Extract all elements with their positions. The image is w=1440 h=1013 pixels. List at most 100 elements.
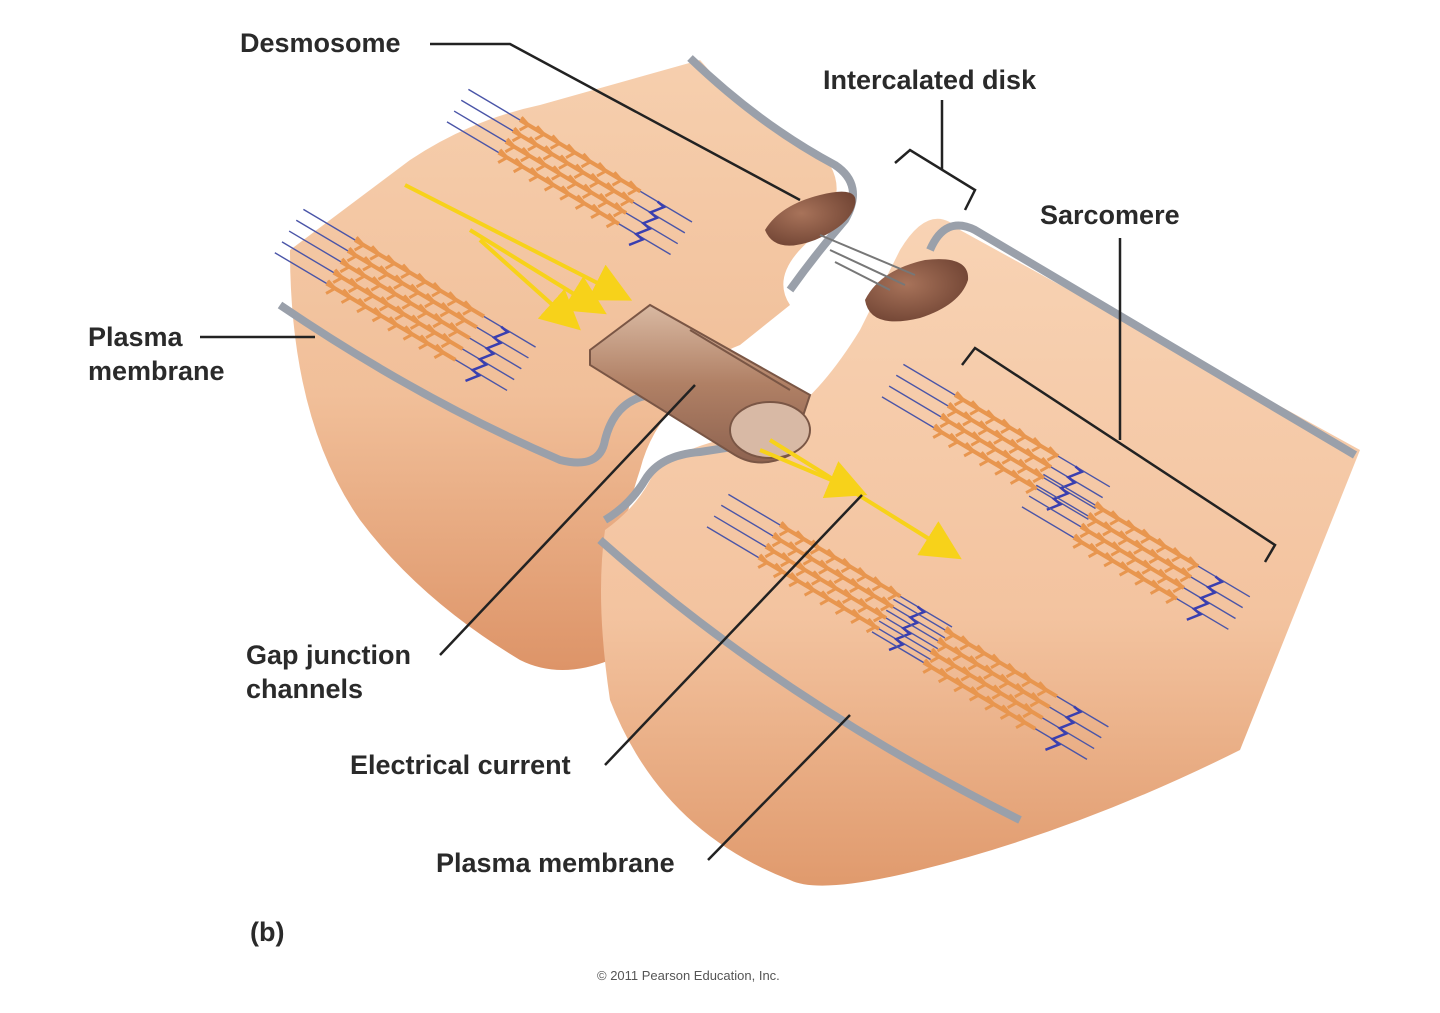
myosin-head	[433, 343, 445, 360]
myosin-head	[346, 246, 358, 263]
myosin-head	[1036, 681, 1048, 697]
myosin-head	[1024, 447, 1035, 464]
right-cell-lower-membrane	[602, 441, 746, 524]
myosin-head	[574, 194, 586, 210]
myosin-head	[872, 607, 884, 623]
label-gap-junction: Gap junction channels	[246, 638, 411, 706]
myosin-head	[432, 312, 444, 329]
myosin-head	[771, 531, 783, 548]
gap-junction-channel-end	[729, 401, 811, 459]
myosin-head	[968, 686, 980, 702]
myosin-head	[1155, 537, 1167, 554]
myosin-head	[976, 675, 987, 691]
myosin-head	[840, 557, 852, 574]
myosin-head	[1126, 550, 1137, 566]
z-line	[465, 325, 511, 383]
left-cell-body	[290, 60, 837, 670]
myosin-head	[528, 166, 540, 183]
myosin-head	[409, 314, 421, 330]
desmosomes	[765, 191, 969, 322]
myosin-head	[952, 646, 964, 662]
myosin-head	[871, 576, 883, 592]
myosin-head	[497, 148, 509, 164]
myosin-head	[356, 297, 368, 314]
myosin-head	[1006, 693, 1018, 709]
myosin-head	[377, 265, 389, 281]
myosin-head	[984, 409, 996, 425]
myosin-head	[1134, 570, 1146, 586]
myosin-head	[462, 300, 474, 316]
myosin-head	[1032, 467, 1044, 484]
myosin-head	[415, 272, 427, 289]
myosin-head	[332, 268, 344, 284]
myosin-head	[534, 125, 546, 141]
myosin-head	[440, 332, 452, 349]
myofibrils	[274, 88, 1251, 761]
myosin-head	[967, 655, 979, 671]
myosin-head	[581, 183, 593, 199]
myosin-head	[977, 420, 989, 436]
myosin-head	[864, 587, 876, 603]
myosin-head	[447, 322, 459, 338]
myosin-head	[983, 664, 995, 680]
z-line	[1186, 575, 1225, 621]
myosin-head	[1022, 702, 1034, 719]
myosin-head	[370, 276, 382, 292]
leader-plasma-membrane-bottom	[707, 714, 851, 861]
myosin-head	[325, 279, 337, 295]
myosin-head	[355, 266, 366, 283]
myosin-head	[589, 172, 600, 189]
myosin-head	[945, 656, 956, 673]
myosin-head	[347, 277, 359, 294]
myosin-head	[1095, 531, 1106, 548]
current-arrow-5	[759, 448, 868, 499]
myofibril-bundle-left-upper	[446, 88, 693, 256]
myosin-head	[1087, 542, 1099, 559]
myosin-head	[994, 460, 1006, 476]
myofibril-bundle-left-lower	[274, 208, 536, 392]
myosin-head	[984, 695, 996, 711]
thick-filament	[922, 660, 1037, 731]
myosin-head	[969, 400, 981, 416]
myosin-head	[1141, 559, 1153, 575]
myosin-head	[1029, 692, 1041, 708]
myofibril-bundle-bottom-a	[706, 493, 953, 661]
myosin-head	[939, 412, 951, 429]
myosin-head	[1109, 510, 1121, 526]
z-line	[628, 200, 667, 247]
myosin-head	[993, 429, 1005, 445]
myosin-head	[1140, 528, 1152, 544]
myosin-head	[1172, 577, 1184, 594]
myosin-head	[455, 311, 466, 327]
myosin-head	[1164, 557, 1175, 574]
label-desmosome: Desmosome	[240, 28, 401, 58]
myosin-head	[998, 673, 1010, 689]
myosin-head	[416, 303, 428, 319]
myosin-head	[527, 136, 539, 152]
myosin-head	[1031, 437, 1043, 453]
myosin-head	[605, 212, 617, 229]
myosin-head	[378, 296, 390, 312]
myosin-head	[772, 562, 784, 579]
myosin-head	[1093, 501, 1105, 517]
myosin-head	[922, 658, 934, 674]
label-gap-junction-line2: channels	[246, 674, 364, 704]
myosin-head	[1015, 427, 1027, 444]
desmosome-lower	[865, 259, 969, 322]
thick-filament	[943, 628, 1058, 699]
myosin-head	[590, 203, 602, 219]
myosin-head	[959, 635, 971, 651]
myosin-head	[1086, 511, 1098, 528]
myosin-head	[401, 294, 413, 310]
myosin-head	[1072, 533, 1084, 549]
myosin-head	[504, 137, 516, 154]
myosin-head	[431, 282, 443, 298]
myosin-head	[818, 559, 830, 575]
gap-junction-channel	[589, 303, 812, 464]
myosin-head	[1171, 547, 1183, 563]
panel-letter: (b)	[250, 917, 285, 947]
label-electrical-current: Electrical current	[350, 750, 571, 780]
myosin-head	[400, 263, 412, 279]
myosin-head	[1133, 539, 1145, 555]
myosin-head	[424, 292, 435, 309]
